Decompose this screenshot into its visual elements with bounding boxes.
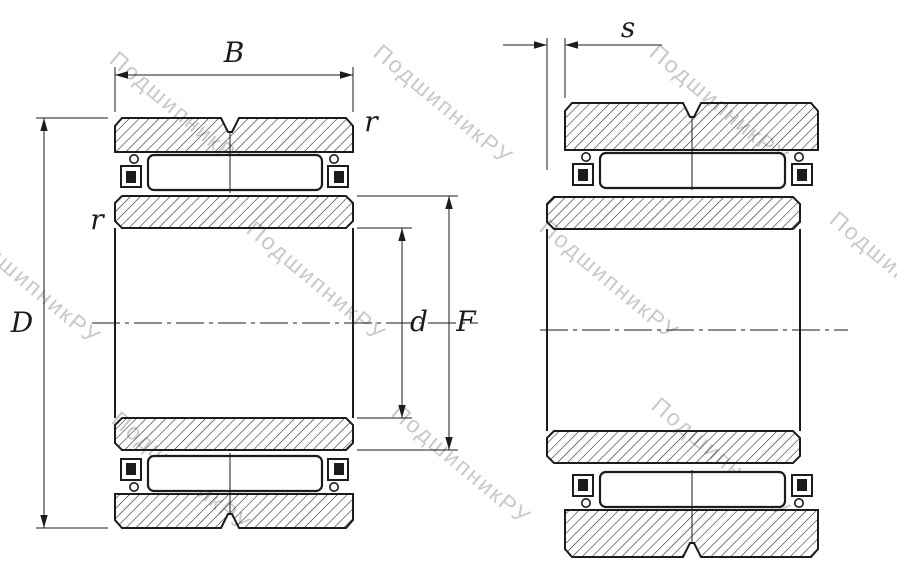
arrowhead [398, 405, 406, 418]
label-F: F [455, 305, 477, 338]
right-view [540, 102, 848, 558]
arrowhead [445, 437, 453, 450]
arrowhead [115, 71, 128, 79]
cage-section-fill [126, 463, 136, 475]
dimension-D [36, 117, 108, 529]
arrowhead [565, 41, 578, 49]
cage-rivet [580, 152, 591, 163]
label-B: B [223, 36, 245, 69]
cage-rivet [129, 481, 140, 492]
arrowhead [445, 196, 453, 209]
cage-section-fill [797, 169, 807, 181]
label-r-inner: r [90, 203, 105, 236]
cage-section-fill [334, 171, 344, 183]
dimension-B [114, 67, 354, 112]
arrowhead [40, 118, 48, 131]
left-view [92, 117, 478, 529]
cage-rivet [793, 152, 804, 163]
inner-ring-top-section-displaced [546, 196, 801, 230]
cage-end-details [572, 152, 813, 508]
watermark-text: ПодшипникРУ [242, 216, 391, 347]
arrowhead [340, 71, 353, 79]
label-d: d [410, 305, 428, 338]
label-s: s [621, 11, 635, 44]
label-D: D [10, 306, 33, 339]
needle-roller-bottom [146, 454, 324, 493]
cage-rivet [328, 154, 339, 165]
cage-section-fill [797, 479, 807, 491]
inner-ring-top-section [114, 195, 354, 229]
dimensions-left [36, 67, 458, 529]
dimension-d [357, 227, 412, 419]
watermark-text: ПодшипникРУ [369, 39, 518, 170]
cage-rivet [580, 497, 591, 508]
watermark-text: ПодшипникРУ [535, 214, 684, 345]
outer-ring-top-section [114, 117, 354, 153]
inner-ring-bottom-section-displaced [546, 430, 801, 464]
arrowhead [40, 515, 48, 528]
cage-section-fill [578, 169, 588, 181]
cage-end-details [120, 154, 349, 492]
dimension-s [503, 38, 662, 170]
cage-rivet [129, 154, 140, 165]
cage-rivet [793, 497, 804, 508]
cage-section-fill [334, 463, 344, 475]
watermark-text: ПодшипникРУ [825, 206, 897, 337]
needle-roller-top [146, 153, 324, 192]
label-r-outer: r [364, 105, 379, 138]
inner-ring-bottom-section [114, 417, 354, 451]
arrowhead [398, 228, 406, 241]
dimension-labels: B D d F r r s [10, 11, 635, 339]
arrowhead [534, 41, 547, 49]
cage-section-fill [126, 171, 136, 183]
outer-ring-bottom-section [114, 493, 354, 529]
watermark-text: ПодшипникРУ [387, 399, 536, 530]
cage-rivet [328, 481, 339, 492]
cage-section-fill [578, 479, 588, 491]
dimension-F [357, 195, 458, 451]
